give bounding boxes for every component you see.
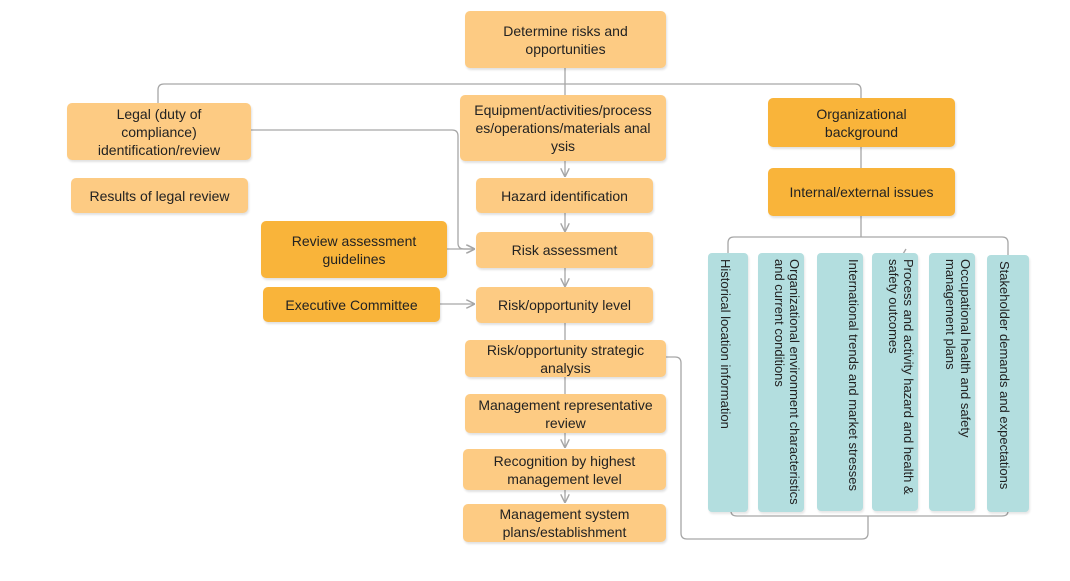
hazard-identification-label: Hazard identification <box>501 187 628 204</box>
risk-opportunity-level-label: Risk/opportunity level <box>497 297 632 313</box>
risk-assessment-box: Risk assessment <box>476 232 653 268</box>
determine-risks-box: Determine risks and opportunities <box>465 11 666 68</box>
ohs-management-plans-label: Occupational health and safety managemen… <box>943 259 973 438</box>
management-rep-review-box: Management representative review <box>465 394 666 433</box>
equipment-analysis-label: Equipment/activities/processes/operation… <box>474 102 652 154</box>
legal-review-results-label: Results of legal review <box>89 187 230 204</box>
organizational-background-box: Organizational background <box>768 98 955 147</box>
risk-assessment-label: Risk assessment <box>511 242 618 258</box>
review-assessment-guidelines-box: Review assessment guidelines <box>261 221 447 278</box>
risk-opportunity-level-box: Risk/opportunity level <box>476 287 653 323</box>
executive-committee-box: Executive Committee <box>263 287 440 322</box>
management-rep-review-label: Management representative review <box>478 396 653 431</box>
internal-external-issues-label: Internal/external issues <box>789 184 934 200</box>
legal-review-results-box: Results of legal review <box>71 178 248 213</box>
equipment-analysis-box: Equipment/activities/processes/operation… <box>460 95 666 161</box>
stakeholder-demands-label: Stakeholder demands and expectations <box>997 261 1012 490</box>
legal-identification-box: Legal (duty of compliance) identificatio… <box>67 103 251 160</box>
historical-location-info-box: Historical location information <box>708 253 748 512</box>
international-trends-label: International trends and market stresses <box>846 259 861 491</box>
legal-identification-label: Legal (duty of compliance) identificatio… <box>97 105 221 158</box>
internal-external-issues-box: Internal/external issues <box>768 168 955 216</box>
historical-location-info-label: Historical location information <box>718 259 733 429</box>
international-trends-box: International trends and market stresses <box>817 253 863 511</box>
org-environment-label: Organizational environment characteristi… <box>772 259 802 505</box>
highest-management-recognition-box: Recognition by highest management level <box>463 449 666 490</box>
highest-management-recognition-label: Recognition by highest management level <box>493 452 636 487</box>
executive-committee-label: Executive Committee <box>285 296 418 313</box>
strategic-analysis-box: Risk/opportunity strategic analysis <box>465 340 666 377</box>
strategic-analysis-label: Risk/opportunity strategic analysis <box>486 341 645 376</box>
ohs-management-plans-box: Occupational health and safety managemen… <box>929 253 975 511</box>
review-assessment-guidelines-label: Review assessment guidelines <box>291 232 417 267</box>
determine-risks-label: Determine risks and opportunities <box>503 22 628 57</box>
process-hazard-label: Process and activity hazard and health &… <box>886 259 916 495</box>
management-system-plans-box: Management system plans/establishment <box>463 504 666 542</box>
management-system-plans-label: Management system plans/establishment <box>499 506 630 540</box>
stakeholder-demands-box: Stakeholder demands and expectations <box>987 255 1029 512</box>
organizational-background-label: Organizational background <box>816 105 907 140</box>
hazard-identification-box: Hazard identification <box>476 178 653 213</box>
process-hazard-box: Process and activity hazard and health &… <box>872 253 918 511</box>
org-environment-box: Organizational environment characteristi… <box>758 253 804 512</box>
